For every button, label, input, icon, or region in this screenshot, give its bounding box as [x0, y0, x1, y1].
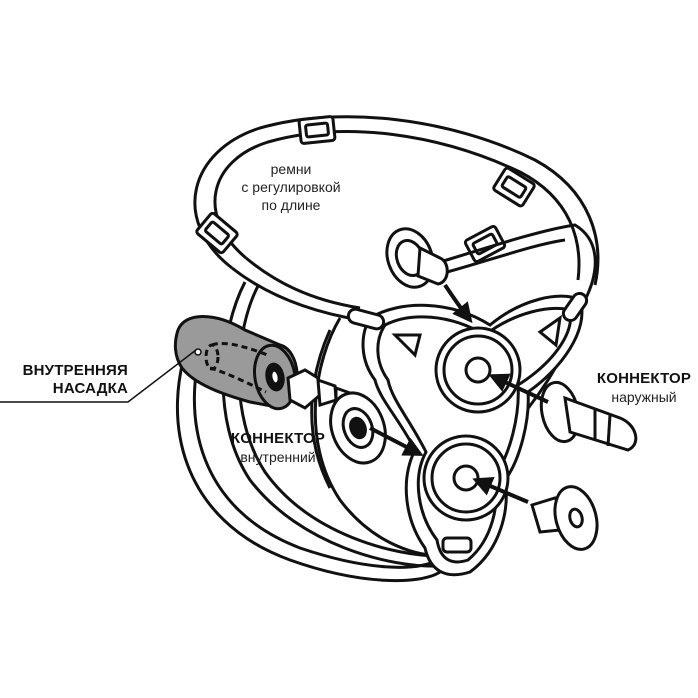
inner-insert	[173, 315, 299, 411]
top-plug-arrow	[443, 283, 473, 324]
inner-insert-label-line: НАСАДКА	[52, 380, 128, 397]
inner-connector-label: КОННЕКТОР внутренний	[222, 430, 334, 466]
outer-connector-arrow	[488, 373, 549, 404]
upper-ring	[434, 326, 522, 414]
inner-insert-label-line: ВНУТРЕННЯЯ	[22, 362, 128, 379]
inner-connector-washer	[329, 391, 387, 465]
insert-leader-line	[0, 349, 197, 403]
strap-buckle	[297, 115, 337, 145]
outer-connector	[539, 380, 638, 452]
strap-buckle	[492, 166, 536, 208]
strap-buckle	[195, 211, 239, 255]
inner-insert-label: ВНУТРЕННЯЯ НАСАДКА	[0, 362, 128, 398]
lower-ring	[422, 434, 510, 522]
outer-connector-label: КОННЕКТОР наружный	[590, 370, 698, 406]
top-plug	[385, 227, 449, 289]
lower-plug-arrow	[472, 477, 529, 504]
straps-label-line: по длине	[261, 197, 321, 213]
outer-connector-title: КОННЕКТОР	[596, 370, 692, 387]
lower-plug	[530, 485, 599, 551]
inner-connector-subtitle: внутренний	[240, 449, 316, 465]
straps-label-line: ремни	[270, 161, 312, 177]
strap-rivet	[346, 291, 589, 331]
straps-label: ремни с регулировкой по длине	[216, 160, 366, 214]
side-strap	[439, 223, 597, 301]
inner-connector-arrow	[369, 426, 424, 456]
waist-strap	[193, 115, 600, 322]
inner-connector-title: КОННЕКТОР	[230, 430, 326, 447]
straps-label-line: с регулировкой	[241, 179, 341, 195]
outer-connector-subtitle: наружный	[611, 389, 677, 405]
